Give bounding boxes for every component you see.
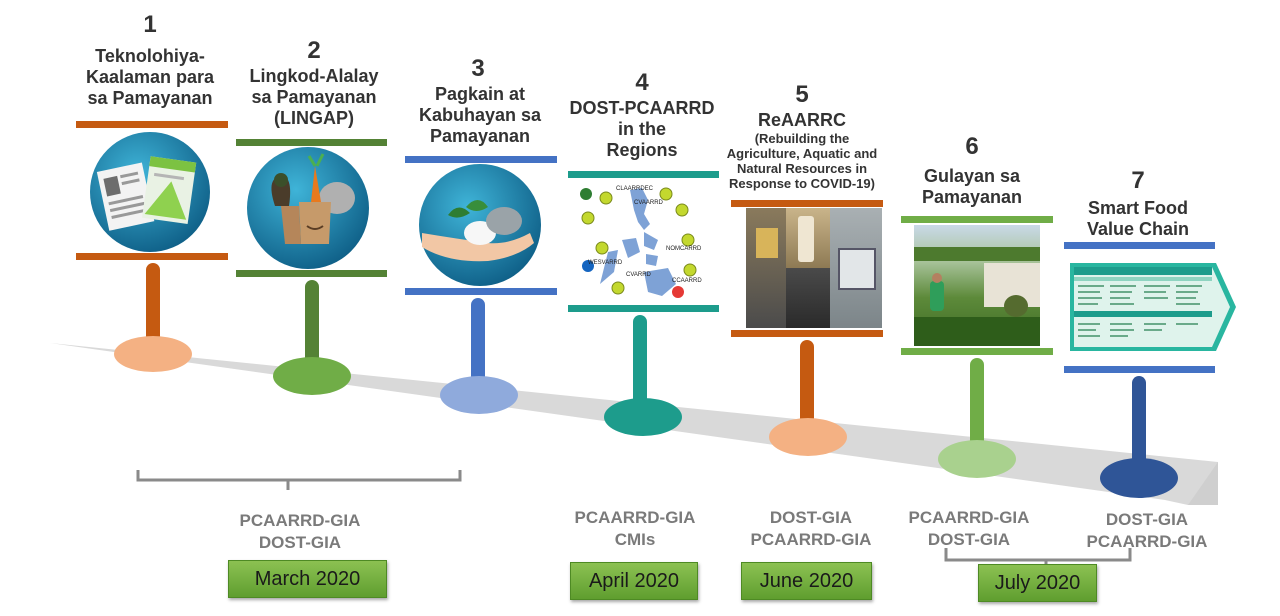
item-1-top-bar xyxy=(76,121,228,128)
item-4-philippines-map: CVAARRD NOMCARRD WESVARRD CLAARRDEC CCAA… xyxy=(578,180,712,304)
item-7-value-chain-diagram xyxy=(1070,263,1238,353)
funding-item-4-line-1: PCAARRD-GIA xyxy=(574,508,696,527)
item-2-title-line-1: Lingkod-Alalay xyxy=(249,66,379,86)
item-7-title: Smart Food Value Chain xyxy=(1058,198,1218,240)
item-2-grocery-bag-icon xyxy=(245,146,371,270)
item-2-bottom-bar xyxy=(236,270,387,277)
funding-item-7-line-1: DOST-GIA xyxy=(1105,510,1189,529)
item-1-title-line-3: sa Pamayanan xyxy=(87,88,213,108)
item-7-title-line-1: Smart Food xyxy=(1087,198,1188,218)
item-4-stem xyxy=(633,315,647,415)
item-3-disc xyxy=(440,376,518,414)
date-july-2020: July 2020 xyxy=(978,564,1097,602)
item-4-number: 4 xyxy=(635,69,649,96)
item-3-title: Pagkain at Kabuhayan sa Pamayanan xyxy=(400,84,560,147)
funding-items-1-3-line-1: PCAARRD-GIA xyxy=(239,511,361,530)
funding-item-4-line-2: CMIs xyxy=(614,530,656,549)
item-4-title-line-1: DOST-PCAARRD xyxy=(569,98,715,118)
item-5-title-main: ReAARRC xyxy=(757,110,846,130)
funding-item-5: DOST-GIA PCAARRD-GIA xyxy=(726,507,896,551)
item-4-top-bar xyxy=(568,171,719,178)
map-label-1: CVAARRD xyxy=(634,200,663,206)
item-5-photo-collage xyxy=(746,208,882,328)
item-2-title-line-3: (LINGAP) xyxy=(274,108,354,128)
funding-item-7: DOST-GIA PCAARRD-GIA xyxy=(1062,509,1232,553)
item-5-title: ReAARRC (Rebuilding the Agriculture, Aqu… xyxy=(712,110,892,191)
item-1-disc xyxy=(114,336,192,372)
item-6-title-line-1: Gulayan sa xyxy=(923,166,1021,186)
funding-item-6-line-2: DOST-GIA xyxy=(927,530,1011,549)
item-2-title-line-2: sa Pamayanan xyxy=(251,87,377,107)
item-3-title-line-1: Pagkain at xyxy=(434,84,526,104)
item-1-title-line-2: Kaalaman para xyxy=(85,67,215,87)
item-5-disc xyxy=(769,418,847,456)
item-2-disc xyxy=(273,357,351,395)
map-label-6: CVARRD xyxy=(626,272,651,278)
item-5-subtitle-line-2: Agriculture, Aquatic and xyxy=(726,146,878,161)
item-5-top-bar xyxy=(731,200,883,207)
item-5-subtitle-line-1: (Rebuilding the xyxy=(754,131,850,146)
item-7-bottom-bar xyxy=(1064,366,1215,373)
item-3-top-bar xyxy=(405,156,557,163)
funding-item-5-line-2: PCAARRD-GIA xyxy=(750,530,872,549)
item-6-number: 6 xyxy=(965,133,979,160)
funding-item-4: PCAARRD-GIA CMIs xyxy=(550,507,720,551)
item-3-stem xyxy=(471,298,485,393)
item-4-title: DOST-PCAARRD in the Regions xyxy=(562,98,722,161)
date-june-2020: June 2020 xyxy=(741,562,872,600)
funding-items-1-3-line-2: DOST-GIA xyxy=(258,533,342,552)
item-4-disc xyxy=(604,398,682,436)
item-6-disc xyxy=(938,440,1016,478)
item-7-top-bar xyxy=(1064,242,1215,249)
item-6-title: Gulayan sa Pamayanan xyxy=(892,166,1052,208)
item-5-subtitle-line-3: Natural Resources in xyxy=(736,161,868,176)
item-3-title-line-2: Kabuhayan sa xyxy=(418,105,542,125)
item-1-documents-icon xyxy=(88,131,212,253)
item-3-number: 3 xyxy=(471,55,485,82)
item-1-title: Teknolohiya- Kaalaman para sa Pamayanan xyxy=(70,46,230,109)
item-1-stem xyxy=(146,263,160,343)
funding-item-5-line-1: DOST-GIA xyxy=(769,508,853,527)
item-1-number: 1 xyxy=(143,11,157,38)
funding-item-6-line-1: PCAARRD-GIA xyxy=(908,508,1030,527)
item-5-bottom-bar xyxy=(731,330,883,337)
funding-items-1-3: PCAARRD-GIA DOST-GIA xyxy=(200,510,400,554)
item-7-stem xyxy=(1132,376,1146,476)
item-6-garden-photo xyxy=(914,225,1040,346)
item-3-bottom-bar xyxy=(405,288,557,295)
item-2-stem xyxy=(305,280,319,364)
bracket-items-1-3 xyxy=(136,470,462,490)
item-7-title-line-2: Value Chain xyxy=(1086,219,1190,239)
item-6-title-line-2: Pamayanan xyxy=(921,187,1023,207)
funding-item-6: PCAARRD-GIA DOST-GIA xyxy=(884,507,1054,551)
item-7-disc xyxy=(1100,458,1178,498)
item-4-title-line-3: Regions xyxy=(606,140,678,160)
date-april-2020: April 2020 xyxy=(570,562,698,600)
item-2-number: 2 xyxy=(307,37,321,64)
item-7-number: 7 xyxy=(1131,167,1145,194)
item-6-top-bar xyxy=(901,216,1053,223)
map-label-2: NOMCARRD xyxy=(666,246,702,252)
item-1-title-line-1: Teknolohiya- xyxy=(95,46,205,66)
item-5-number: 5 xyxy=(795,81,809,108)
item-3-hand-produce-icon xyxy=(418,163,542,287)
map-label-5: CCAARRD xyxy=(672,278,702,284)
item-6-stem xyxy=(970,358,984,458)
map-label-4: CLAARRDEC xyxy=(616,186,654,192)
item-4-bottom-bar xyxy=(568,305,719,312)
item-5-subtitle-line-4: Response to COVID-19) xyxy=(729,176,875,191)
funding-item-7-line-2: PCAARRD-GIA xyxy=(1086,532,1208,551)
item-4-title-line-2: in the xyxy=(618,119,666,139)
item-5-stem xyxy=(800,340,814,440)
item-3-title-line-3: Pamayanan xyxy=(429,126,531,146)
item-6-bottom-bar xyxy=(901,348,1053,355)
date-march-2020: March 2020 xyxy=(228,560,387,598)
item-2-top-bar xyxy=(236,139,387,146)
item-2-title: Lingkod-Alalay sa Pamayanan (LINGAP) xyxy=(234,66,394,129)
item-1-bottom-bar xyxy=(76,253,228,260)
map-label-3: WESVARRD xyxy=(588,260,623,266)
